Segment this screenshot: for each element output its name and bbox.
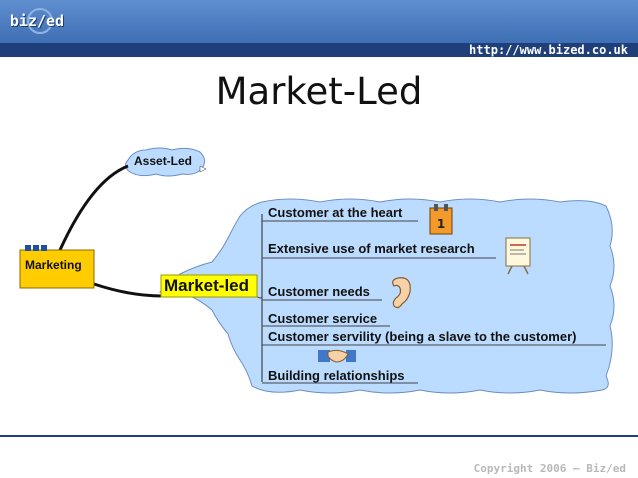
logo-text: biz/ed (9, 12, 65, 30)
connector-to-asset-led (58, 164, 129, 251)
handshake-icon (318, 349, 356, 363)
copyright-text: Copyright 2006 – Biz/ed (473, 462, 626, 475)
item-customer-service: Customer service (268, 311, 378, 326)
item-market-research: Extensive use of market research (268, 241, 475, 256)
box-bead (41, 245, 47, 251)
header-bar (0, 0, 638, 43)
box-bead (33, 245, 39, 251)
item-customer-at-heart: Customer at the heart (268, 205, 403, 220)
page-title: Market-Led (215, 70, 423, 113)
item-customer-servility: Customer servility (being a slave to the… (268, 329, 577, 344)
root-node-label: Marketing (25, 258, 82, 272)
bized-logo: biz/ed (4, 6, 70, 36)
calendar-icon: 1 (429, 204, 453, 235)
connector-to-market-led (93, 282, 163, 298)
ear-icon (392, 277, 411, 309)
svg-text:1: 1 (437, 217, 445, 231)
presentation-board-icon (505, 237, 531, 275)
item-building-relationships: Building relationships (268, 368, 405, 383)
asset-led-label: Asset-Led (134, 154, 193, 168)
at-sign-icon (27, 8, 53, 34)
box-bead (25, 245, 31, 251)
asset-led-pointer (199, 165, 207, 173)
marketing-box (19, 249, 95, 289)
item-customer-needs: Customer needs (268, 284, 370, 299)
market-led-box (160, 274, 258, 298)
footer-divider (0, 435, 638, 437)
market-led-label: Market-led (164, 276, 250, 295)
site-url[interactable]: http://www.bized.co.uk (469, 43, 628, 57)
header-band (0, 43, 638, 57)
